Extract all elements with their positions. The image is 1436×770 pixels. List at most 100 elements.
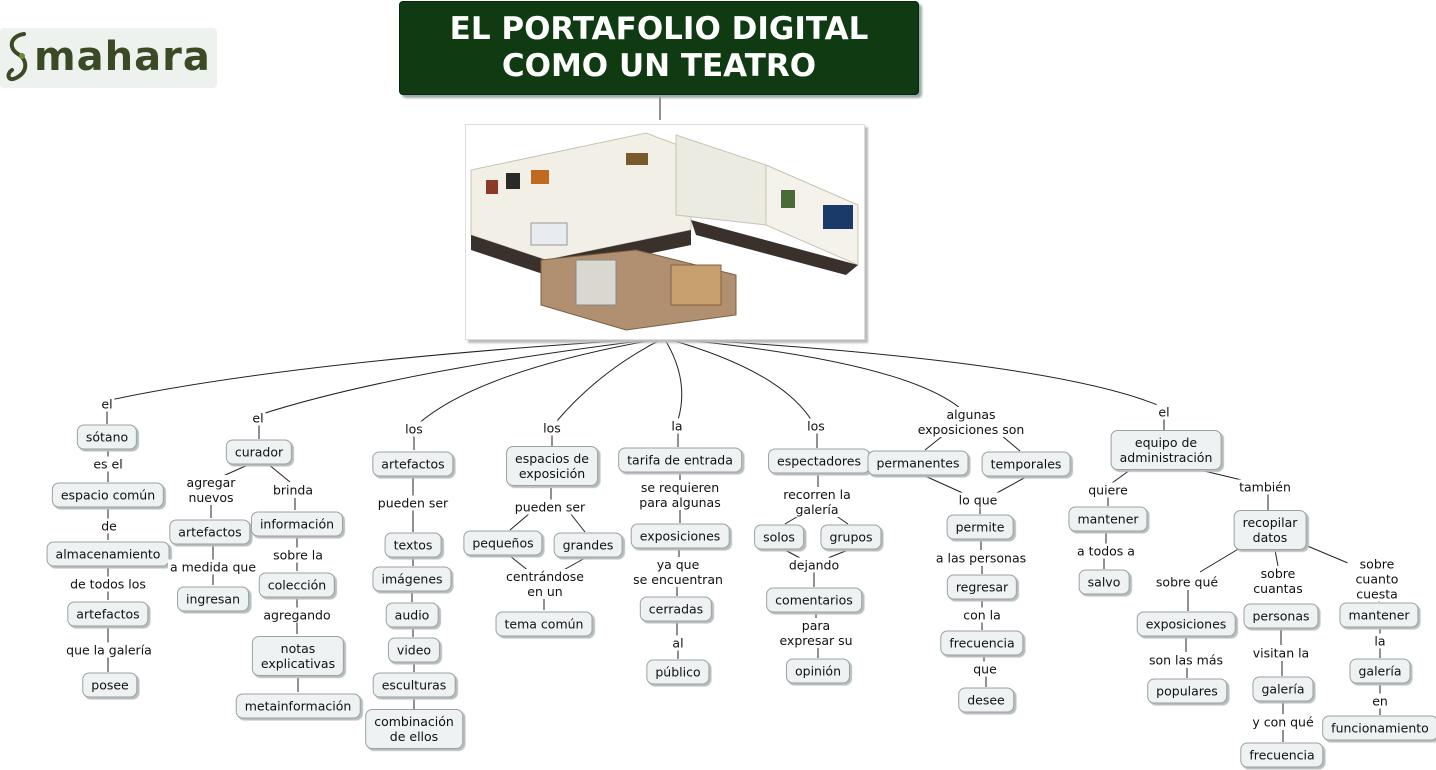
connector-line	[509, 512, 531, 531]
link-label-de: de	[99, 518, 119, 534]
link-label-la-tarifa: la	[669, 418, 685, 434]
link-label-se-requieren: se requieren para algunas	[637, 480, 723, 510]
link-label-quiere: quiere	[1086, 482, 1130, 498]
connector-line	[994, 476, 1027, 495]
link-label-sobre-cuanto-cuesta: sobre cuanto cuesta	[1347, 556, 1407, 602]
concept-opinion[interactable]: opinión	[785, 658, 851, 684]
concept-solos[interactable]: solos	[754, 524, 804, 550]
concept-permanentes[interactable]: permanentes	[867, 450, 969, 476]
link-label-a-todos-a: a todos a	[1075, 543, 1137, 559]
concept-galeria[interactable]: galería	[1252, 676, 1314, 702]
link-label-el: el	[99, 396, 115, 412]
concept-pequenos[interactable]: pequeños	[463, 530, 543, 556]
concept-permite[interactable]: permite	[946, 514, 1014, 540]
concept-exposiciones-tarifa[interactable]: exposiciones	[630, 523, 730, 549]
mahara-logo: mahara	[0, 28, 217, 88]
link-label-pueden-ser-espacios: pueden ser	[512, 499, 588, 515]
concept-metainformacion[interactable]: metainformación	[235, 693, 361, 719]
concept-artefactos-curador[interactable]: artefactos	[169, 519, 251, 545]
concept-grupos[interactable]: grupos	[820, 524, 882, 550]
concept-imagenes[interactable]: imágenes	[372, 566, 452, 592]
concept-galeria-2[interactable]: galería	[1349, 658, 1411, 684]
concept-espectadores[interactable]: espectadores	[768, 448, 870, 474]
concept-populares[interactable]: populares	[1147, 678, 1227, 704]
connector-line	[569, 512, 586, 533]
concept-equipo-administracion[interactable]: equipo de administración	[1110, 430, 1222, 470]
concept-esculturas[interactable]: esculturas	[372, 672, 456, 698]
title-line-1: EL PORTAFOLIO DIGITAL	[449, 11, 869, 47]
concept-almacenamiento[interactable]: almacenamiento	[46, 541, 170, 567]
concept-mantener-galeria[interactable]: mantener	[1339, 602, 1419, 628]
concept-funcionamiento[interactable]: funcionamiento	[1322, 715, 1436, 741]
connector-line	[924, 475, 966, 495]
concept-tema-comun[interactable]: tema común	[495, 611, 593, 637]
concept-posee[interactable]: posee	[82, 672, 138, 698]
concept-recopilar-datos[interactable]: recopilar datos	[1233, 510, 1307, 550]
concept-regresar[interactable]: regresar	[946, 574, 1018, 600]
link-label-el-equipo: el	[1156, 404, 1172, 420]
link-label-que: que	[971, 661, 999, 677]
concept-audio[interactable]: audio	[385, 602, 439, 628]
concept-video[interactable]: video	[387, 637, 441, 663]
connector-line	[663, 337, 1161, 407]
title-line-2: COMO UN TEATRO	[501, 48, 817, 84]
connector-line	[827, 549, 849, 559]
link-label-los-espacios: los	[541, 420, 563, 436]
connector-line	[1199, 547, 1241, 573]
concept-mantener[interactable]: mantener	[1068, 506, 1148, 532]
link-label-brinda: brinda	[270, 482, 316, 498]
link-label-ya-que: ya que se encuentran	[631, 557, 725, 587]
concept-curador[interactable]: curador	[225, 439, 293, 465]
connector-line	[109, 337, 665, 401]
mahara-spiral-icon	[6, 32, 28, 81]
link-label-y-con-que: y con qué	[1250, 714, 1316, 730]
link-label-sobre-cuantas: sobre cuantas	[1251, 566, 1305, 596]
link-label-es-el: es el	[91, 456, 125, 472]
link-label-lo-que: lo que	[956, 492, 1000, 508]
connector-line	[261, 337, 665, 415]
link-label-el-curador: el	[250, 410, 266, 426]
link-label-visitan-la: visitan la	[1250, 645, 1312, 661]
concept-combinacion[interactable]: combinación de ellos	[365, 709, 463, 749]
link-label-pueden-ser: pueden ser	[375, 495, 451, 511]
link-label-tambien: también	[1237, 479, 1293, 495]
concept-temporales[interactable]: temporales	[981, 451, 1071, 477]
concept-grandes[interactable]: grandes	[553, 532, 623, 558]
connector-line	[784, 549, 801, 559]
concept-ingresan[interactable]: ingresan	[177, 586, 249, 612]
concept-exposiciones-equipo[interactable]: exposiciones	[1136, 611, 1236, 637]
concept-personas[interactable]: personas	[1243, 603, 1319, 629]
concept-desee[interactable]: desee	[958, 687, 1014, 713]
mahara-wordmark: mahara	[34, 34, 211, 80]
concept-coleccion[interactable]: colección	[258, 572, 336, 598]
connector-line	[267, 463, 291, 483]
concept-espacio-comun[interactable]: espacio común	[51, 482, 165, 508]
link-label-recorren: recorren la galería	[781, 487, 853, 517]
concept-cerradas[interactable]: cerradas	[639, 596, 713, 622]
concept-informacion[interactable]: información	[250, 511, 344, 537]
link-label-son-las-mas: son las más	[1146, 652, 1226, 668]
link-label-dejando: dejando	[786, 557, 842, 573]
concept-tarifa-entrada[interactable]: tarifa de entrada	[618, 447, 742, 473]
concept-comentarios[interactable]: comentarios	[766, 587, 862, 613]
concept-frecuencia-expos[interactable]: frecuencia	[940, 630, 1024, 656]
concept-artefactos-sotano[interactable]: artefactos	[67, 601, 149, 627]
link-label-que-la-galeria: que la galería	[64, 642, 154, 658]
link-label-al: al	[670, 635, 686, 651]
concept-sotano[interactable]: sótano	[76, 424, 138, 450]
link-label-los-espectadores: los	[805, 418, 827, 434]
connector-line	[1111, 469, 1131, 484]
link-label-la: la	[1372, 633, 1388, 649]
link-label-los-artefactos: los	[403, 421, 425, 437]
connector-line	[417, 337, 665, 425]
concept-artefactos[interactable]: artefactos	[372, 451, 454, 477]
concept-salvo[interactable]: salvo	[1078, 569, 1130, 595]
concept-publico[interactable]: público	[646, 659, 710, 685]
concept-espacios-exposicion[interactable]: espacios de exposición	[506, 446, 598, 486]
concept-textos[interactable]: textos	[384, 532, 442, 558]
link-label-agregar-nuevos: agregar nuevos	[184, 475, 238, 505]
connector-line	[1304, 544, 1356, 567]
concept-notas-explicativas[interactable]: notas explicativas	[251, 636, 345, 676]
link-label-centrandose: centrándose en un	[504, 569, 586, 599]
concept-frecuencia-equipo[interactable]: frecuencia	[1240, 742, 1324, 768]
